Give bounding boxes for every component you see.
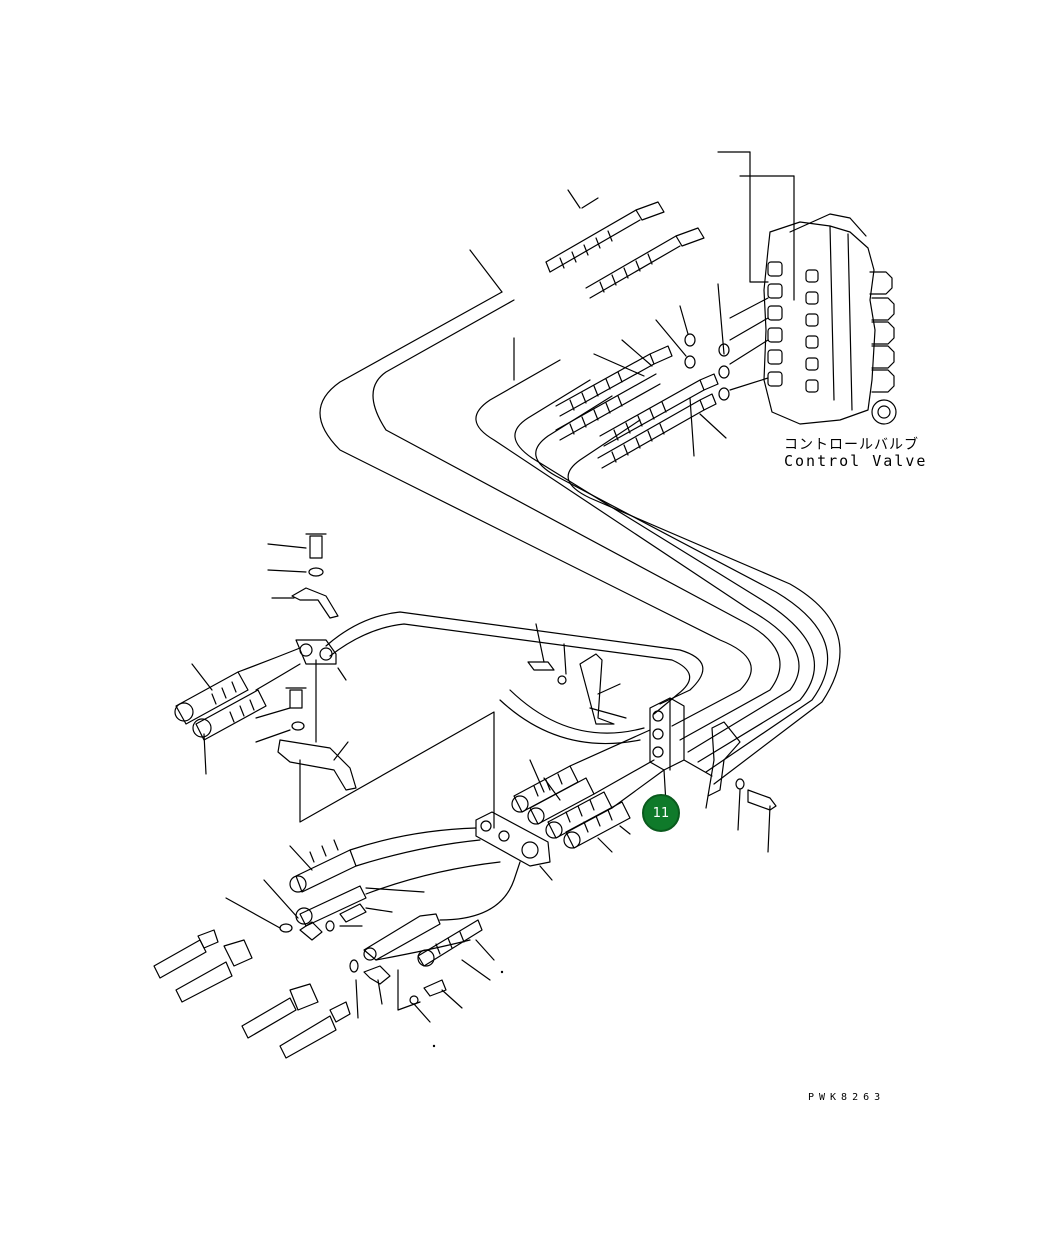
bottom-fittings [225, 827, 501, 941]
upper-hoses [545, 189, 705, 299]
left-pipe-loop [325, 611, 704, 745]
center-clamp [527, 623, 627, 725]
lower-hose-group [511, 729, 665, 853]
leader-lines-top [469, 151, 795, 381]
junction-block [649, 697, 777, 853]
middle-hoses [555, 283, 769, 469]
upper-bracket-assembly [255, 533, 495, 829]
pipe-bundle [319, 291, 841, 785]
lower-clamp-block [475, 811, 553, 881]
left-hose-fittings [174, 647, 301, 775]
control-valve-label-jp: コントロールバルブ [784, 437, 919, 453]
control-valve-block [763, 213, 897, 425]
drawing-code: PWK8263 [808, 1092, 886, 1103]
part-callout-11[interactable]: 11 [642, 794, 680, 832]
bottom-hoses [153, 861, 521, 1059]
valve-caps [869, 271, 897, 425]
valve-spool-stack [767, 261, 819, 393]
control-valve-label-en: Control Valve [784, 452, 928, 470]
